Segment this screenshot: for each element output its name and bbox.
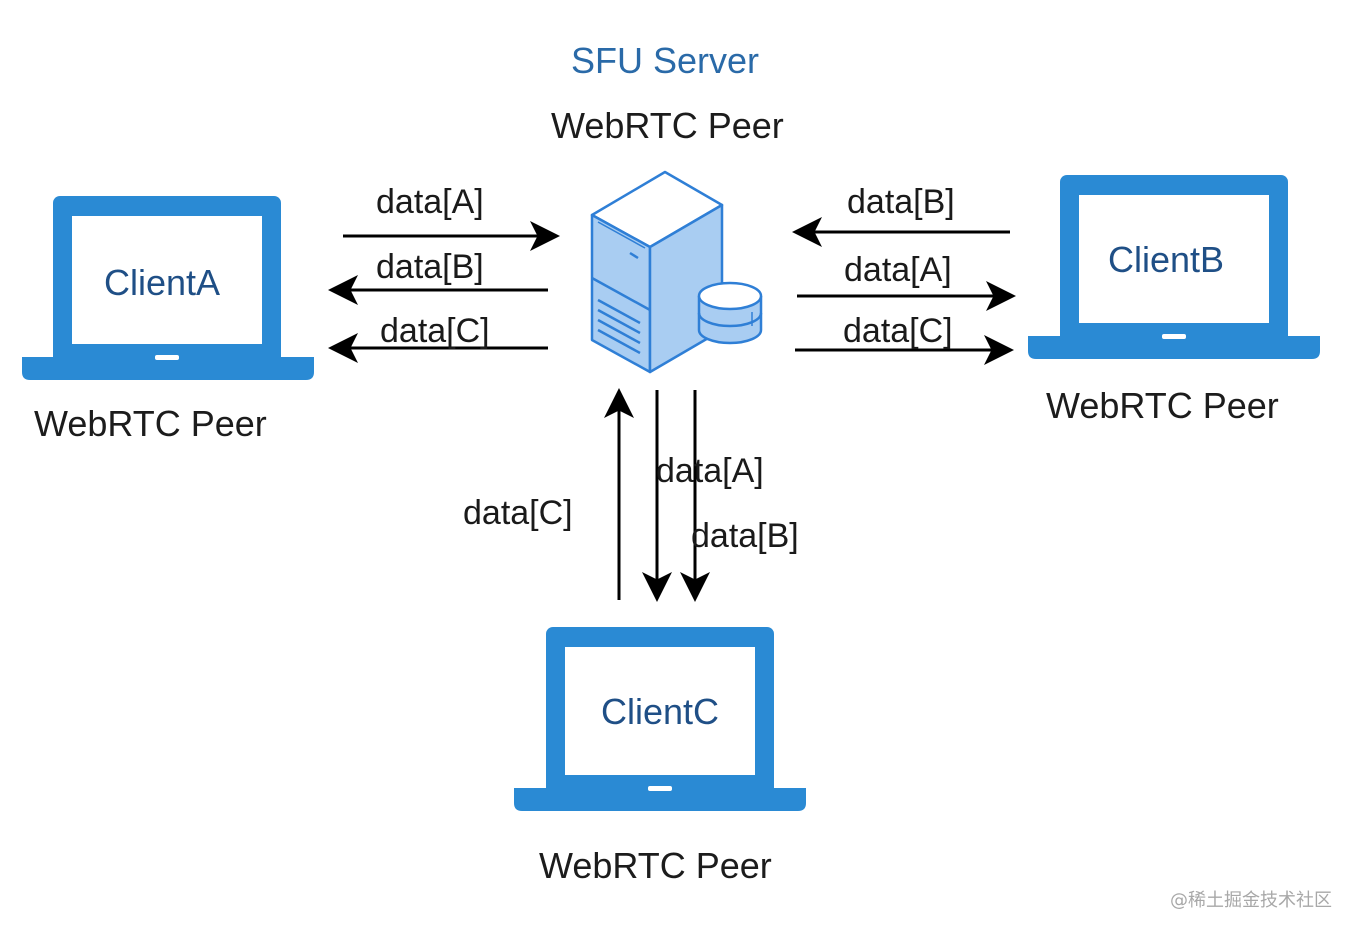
laptop-icon <box>22 196 314 380</box>
flow-label: data[C] <box>463 494 573 532</box>
client-c-role-label: WebRTC Peer <box>539 845 772 886</box>
flow-label: data[C] <box>380 312 490 350</box>
flow-label: data[A] <box>844 251 952 289</box>
watermark: @稀土掘金技术社区 <box>1170 890 1332 911</box>
client-b-name: ClientB <box>1108 239 1225 280</box>
laptop-icon <box>1028 175 1320 359</box>
flow-label: data[B] <box>691 517 799 555</box>
client-a-name: ClientA <box>104 262 221 303</box>
server-role-label: WebRTC Peer <box>551 105 784 146</box>
server-database-icon <box>590 170 763 374</box>
flow-label: data[A] <box>656 452 764 490</box>
flow-label: data[A] <box>376 183 484 221</box>
flow-label: data[C] <box>843 312 953 350</box>
client-b-role-label: WebRTC Peer <box>1046 385 1279 426</box>
server-title: SFU Server <box>571 40 760 81</box>
client-a-role-label: WebRTC Peer <box>34 403 267 444</box>
laptop-icon <box>514 627 806 811</box>
flow-label: data[B] <box>376 248 484 286</box>
flow-label: data[B] <box>847 183 955 221</box>
client-c-name: ClientC <box>601 691 720 732</box>
